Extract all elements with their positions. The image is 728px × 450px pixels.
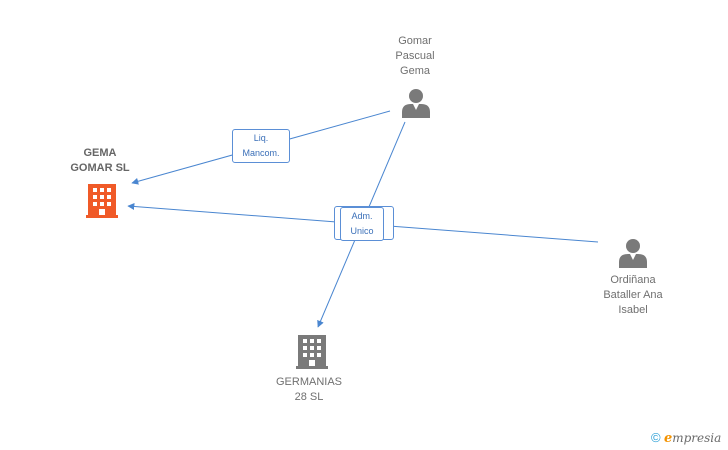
company-label-gema-gomar[interactable]: GEMA GOMAR SL [60,146,140,176]
company-name-line-1: GERMANIAS [275,376,342,388]
edge-label-liq-mancom[interactable]: Liq. Mancom. [232,129,290,163]
brand-initial: e [663,431,673,446]
edge-label-line-2: Mancom. [242,148,280,158]
edge-label-adm-unico[interactable]: Adm. Unico [340,207,384,241]
person-name-line-2: Pascual [395,50,435,62]
person-name-line-1: Ordiñana [610,274,656,286]
copyright-icon: © [651,430,661,445]
person-icon-gomar-pascual[interactable] [402,88,430,118]
company-name-line-1: GEMA [83,147,117,159]
person-icon-ordinana[interactable] [619,238,647,268]
company-name-line-2: GOMAR SL [70,162,130,174]
person-name-line-3: Gema [400,65,430,77]
company-name-line-2: 28 SL [294,391,324,403]
edge-label-line-1: Liq. [253,133,269,143]
building-icon-germanias[interactable] [296,335,328,369]
empresia-watermark[interactable]: © empresia [651,430,721,446]
person-name-line-2: Bataller Ana [603,289,663,301]
edge-label-line-2: Unico [350,226,374,236]
brand-name: mpresia [672,431,722,445]
company-label-germanias[interactable]: GERMANIAS 28 SL [264,375,354,405]
person-label-gomar-pascual[interactable]: Gomar Pascual Gema [375,34,455,79]
building-icon-gema-gomar[interactable] [86,184,118,218]
person-name-line-1: Gomar [398,35,432,47]
person-name-line-3: Isabel [618,304,648,316]
person-label-ordinana[interactable]: Ordiñana Bataller Ana Isabel [588,273,678,318]
edge-label-line-1: Adm. [351,211,373,221]
